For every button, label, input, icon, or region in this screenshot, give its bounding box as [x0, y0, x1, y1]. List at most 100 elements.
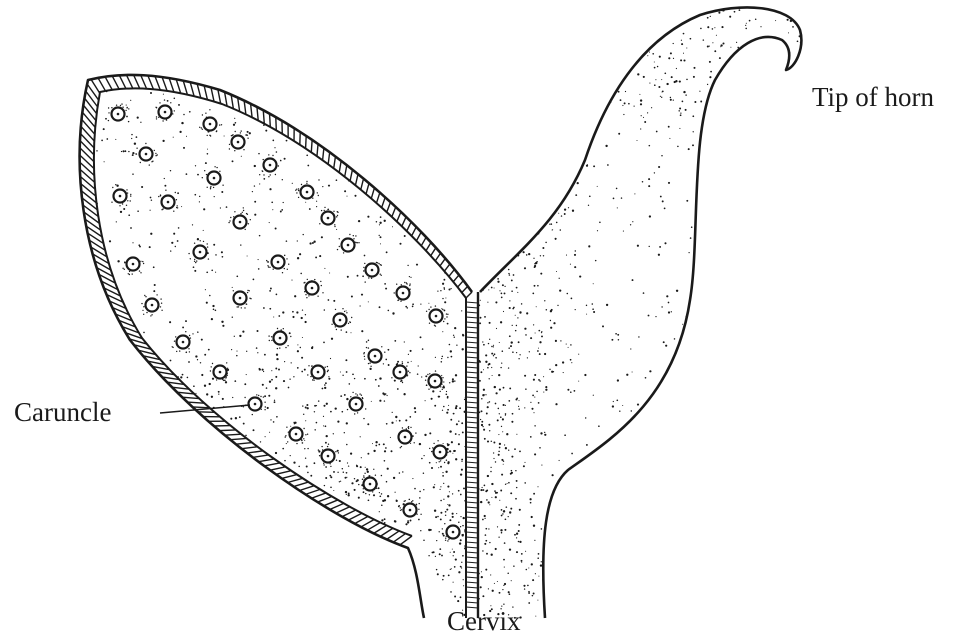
stipple-dot: [271, 201, 273, 203]
wall-hatch-mark: [82, 112, 95, 127]
stipple-dot: [490, 280, 492, 282]
stipple-dot: [518, 408, 519, 409]
caruncle-speck: [120, 105, 121, 106]
stipple-dot: [418, 519, 420, 521]
caruncle-speck: [409, 285, 410, 286]
stipple-dot: [714, 27, 715, 28]
stipple-dot: [572, 210, 574, 212]
wall-hatch-mark: [466, 292, 472, 298]
stipple-dot: [263, 178, 265, 180]
stipple-dot: [511, 290, 513, 292]
caruncle-speck: [362, 397, 363, 398]
septum-hatch-mark: [466, 547, 478, 548]
caruncle-speck: [349, 321, 350, 322]
caruncle-speck: [323, 463, 324, 464]
stipple-dot: [378, 487, 380, 489]
stipple-dot: [383, 443, 385, 445]
stipple-dot: [539, 341, 541, 343]
stipple-dot: [577, 182, 579, 184]
stipple-dot: [588, 245, 590, 247]
stipple-dot: [521, 562, 522, 563]
stipple-dot: [391, 450, 393, 452]
caruncle-speck: [306, 297, 307, 298]
stipple-dot: [610, 102, 611, 103]
stipple-dot: [170, 250, 171, 251]
stipple-dot: [538, 330, 540, 332]
stipple-dot: [330, 358, 331, 359]
stipple-dot: [505, 405, 506, 406]
stipple-dot: [177, 240, 179, 242]
stipple-dot: [485, 528, 487, 530]
stipple-dot: [536, 391, 538, 393]
stipple-dot: [528, 253, 530, 255]
stipple-dot: [189, 111, 191, 113]
caruncle-speck: [334, 226, 335, 227]
caruncle-speck: [321, 285, 322, 286]
septum-hatch-mark: [466, 492, 478, 493]
stipple-dot: [177, 376, 178, 377]
stipple-dot: [425, 375, 427, 377]
stipple-dot: [480, 371, 482, 373]
septum-hatch-mark: [466, 502, 478, 503]
stipple-dot: [592, 308, 594, 310]
stipple-dot: [511, 580, 512, 581]
caruncle: [122, 258, 144, 276]
stipple-dot: [344, 190, 346, 192]
caruncle-speck: [396, 284, 397, 285]
stipple-dot: [437, 290, 438, 291]
stipple-dot: [645, 377, 647, 379]
stipple-dot: [333, 471, 335, 473]
stipple-dot: [205, 289, 206, 290]
wall-hatch-mark: [259, 459, 275, 462]
stipple-dot: [693, 76, 695, 78]
stipple-dot: [618, 91, 620, 93]
stipple-dot: [211, 396, 213, 398]
caruncle-speck: [267, 261, 268, 262]
label-caruncle: Caruncle: [14, 399, 111, 426]
stipple-dot: [362, 479, 364, 481]
stipple-dot: [616, 399, 618, 401]
caruncle-speck: [207, 246, 208, 247]
stipple-dot: [503, 387, 505, 389]
stipple-dot: [456, 513, 457, 514]
stipple-dot: [574, 254, 576, 256]
caruncle-speck: [355, 393, 356, 394]
caruncle-speck: [208, 258, 209, 259]
caruncle-speck: [222, 379, 223, 380]
stipple-dot: [482, 288, 484, 290]
intact-horn-outline: [480, 7, 801, 618]
caruncle-speck: [231, 135, 232, 136]
stipple-dot: [707, 84, 708, 85]
stipple-dot: [533, 258, 534, 259]
stipple-dot: [343, 472, 344, 473]
stipple-dot: [232, 160, 234, 162]
stipple-dot: [530, 502, 532, 504]
wall-hatch-mark: [247, 451, 263, 453]
caruncle-speck: [400, 447, 401, 448]
stipple-dot: [318, 179, 319, 180]
stipple-dot: [420, 530, 421, 531]
caruncle-speck: [237, 306, 238, 307]
caruncle-speck: [333, 211, 334, 212]
caruncle-speck: [245, 229, 246, 230]
stipple-dot: [504, 444, 505, 445]
stipple-dot: [256, 330, 258, 332]
caruncle: [188, 240, 209, 263]
stipple-dot: [259, 183, 260, 184]
stipple-dot: [673, 43, 674, 44]
wall-hatch-mark: [81, 126, 94, 141]
stipple-dot: [617, 379, 619, 381]
caruncle-speck: [261, 409, 262, 410]
stipple-dot: [247, 256, 248, 257]
wall-hatch-mark: [98, 78, 105, 91]
stipple-dot: [414, 411, 416, 413]
stipple-dot: [519, 541, 521, 543]
stipple-dot: [363, 491, 365, 493]
stipple-dot: [508, 367, 509, 368]
wall-hatch-mark: [387, 531, 400, 539]
stipple-dot: [709, 76, 711, 78]
stipple-dot: [447, 443, 449, 445]
stipple-dot: [787, 19, 789, 21]
stipple-dot: [693, 67, 695, 69]
stipple-dot: [257, 352, 258, 353]
